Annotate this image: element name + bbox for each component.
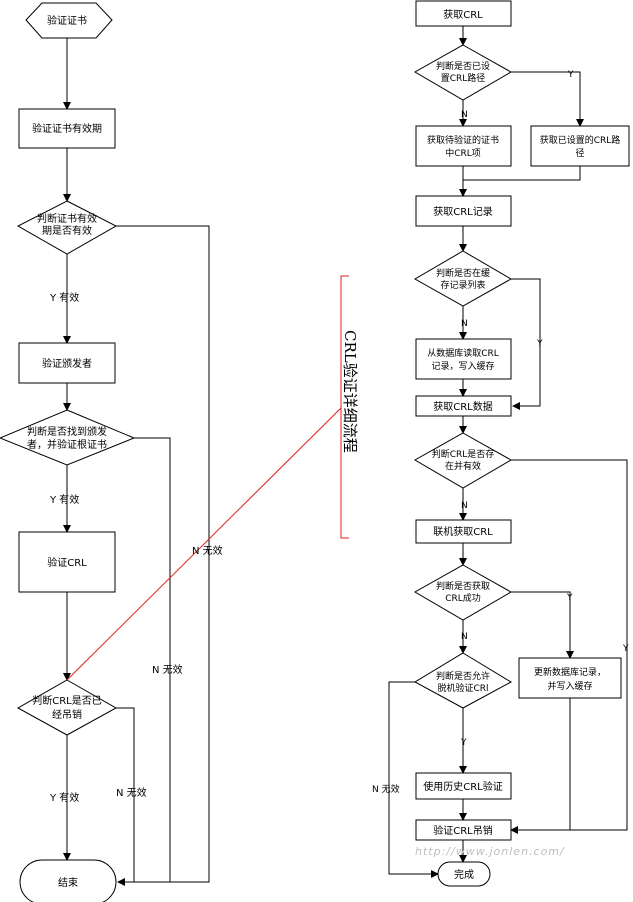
decision-success-line1: 判断是否获取 [436, 580, 490, 592]
start-hexagon [25, 2, 113, 39]
decision-path-line1: 判断是否已设 [436, 60, 490, 72]
verify-revoke-label: 验证CRL吊销 [433, 824, 493, 837]
verify-crl-label: 验证CRL [47, 556, 87, 569]
cache-decision-diamond [413, 250, 513, 307]
verify-crl-box [18, 531, 116, 593]
exist-y: Y [622, 644, 629, 654]
get-cert-crl-line1: 获取待验证的证书 [427, 134, 499, 146]
no-invalid-1: N 无效 [192, 544, 223, 557]
success-decision-diamond [413, 564, 513, 621]
decision-revoked-line1: 判断CRL是否已 [32, 694, 102, 707]
path-decision-diamond [413, 44, 513, 101]
decision-success-line2: CRL成功 [445, 592, 481, 604]
annotation-pointer [66, 407, 342, 681]
success-n: N [461, 632, 468, 642]
annotation-group: CRL验证详细流程 [66, 275, 359, 681]
get-cert-crl-line2: 中CRL项 [445, 147, 481, 159]
offline-y: Y [460, 738, 467, 748]
start-label: 验证证书 [47, 14, 87, 27]
decision-validity-line2: 期是否有效 [42, 224, 92, 237]
decision-exist-line1: 判断CRL是否存 [432, 448, 495, 460]
update-db-box [518, 657, 622, 699]
decision-offline-line1: 判断是否允许 [436, 670, 490, 682]
read-db-line2: 记录，写入缓存 [431, 360, 494, 372]
left-connectors [63, 38, 210, 886]
success-y: Y [566, 593, 573, 603]
cache-n: N [461, 319, 468, 329]
verify-issuer-label: 验证颁发者 [42, 357, 92, 370]
decision-validity-line1: 判断证书有效 [37, 212, 97, 225]
cache-y: Y [536, 339, 543, 349]
get-crl-record-label: 获取CRL记录 [433, 206, 493, 218]
get-crl-data-box [415, 395, 512, 417]
decision-issuer-line1: 判断是否找到颁发 [27, 425, 107, 438]
annotation-label: CRL验证详细流程 [341, 330, 359, 453]
verify-issuer-box [18, 342, 116, 384]
get-crl-box [415, 0, 512, 27]
end-label: 结束 [58, 876, 78, 889]
get-set-path-line1: 获取已设置的CRL路 [540, 134, 621, 146]
decision-offline-line2: 脱机验证CRl [437, 682, 488, 694]
yes-valid-3: Y 有效 [49, 791, 79, 804]
get-crl-data-label: 获取CRL数据 [433, 400, 493, 413]
decision-path-line2: 置CRL路径 [441, 72, 486, 84]
get-crl-label: 获取CRL [443, 9, 483, 21]
done-terminal [437, 861, 491, 887]
issuer-decision-diamond [0, 409, 136, 466]
no-invalid-2: N 无效 [152, 663, 183, 676]
get-set-path-box [530, 125, 630, 167]
decision-cache-line1: 判断是否在缓 [436, 267, 490, 279]
annotation-bracket [340, 275, 349, 539]
check-validity-label: 验证证书有效期 [32, 122, 102, 135]
end-terminal [19, 859, 117, 902]
yes-valid-2: Y 有效 [49, 493, 79, 506]
offline-decision-diamond [413, 652, 513, 709]
online-get-box [415, 519, 512, 544]
offline-n: N 无效 [372, 783, 400, 795]
update-db-line2: 并写入缓存 [547, 680, 592, 692]
exist-decision-diamond [413, 432, 513, 489]
revoked-decision-diamond [16, 679, 118, 736]
decision-cache-line2: 存记录列表 [440, 279, 485, 291]
decision-revoked-line2: 经吊销 [52, 708, 82, 721]
path-n: N [461, 110, 468, 120]
watermark: http://www.jonlen.com/ [415, 845, 565, 858]
get-crl-record-box [415, 195, 512, 227]
read-db-box [415, 338, 512, 380]
get-cert-crl-box [415, 125, 512, 167]
verify-revoke-box [415, 819, 512, 841]
online-get-label: 联机获取CRL [433, 525, 493, 538]
yes-valid-1: Y 有效 [49, 291, 79, 304]
path-y: Y [567, 70, 574, 80]
update-db-line1: 更新数据库记录， [534, 666, 606, 678]
read-db-line1: 从数据库读取CRL [427, 347, 499, 359]
no-invalid-3: N 无效 [116, 786, 147, 799]
use-history-box [415, 772, 512, 800]
decision-issuer-line2: 者，并验证根证书 [27, 438, 107, 451]
exist-n: N [461, 501, 468, 511]
check-validity-box [18, 108, 116, 149]
use-history-label: 使用历史CRL验证 [423, 780, 503, 793]
done-label: 完成 [454, 868, 474, 881]
right-connectors [388, 26, 628, 878]
decision-exist-line2: 在并有效 [445, 460, 481, 472]
validity-decision-diamond [16, 200, 118, 255]
get-set-path-line2: 径 [575, 147, 584, 159]
